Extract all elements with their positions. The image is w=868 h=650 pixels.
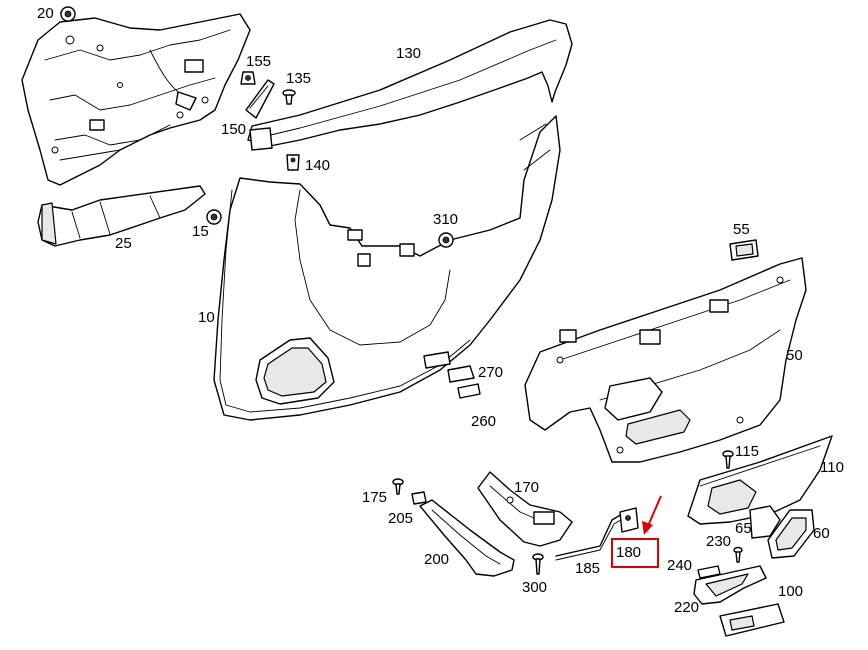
callout-15: 15 (192, 223, 209, 240)
part-220-handle[interactable] (693, 565, 767, 605)
callout-60: 60 (813, 525, 830, 542)
part-10-door-panel[interactable] (213, 115, 561, 421)
callout-115: 115 (735, 443, 759, 460)
part-65-clip[interactable] (749, 505, 781, 539)
callout-200: 200 (424, 551, 449, 568)
callout-205: 205 (388, 510, 413, 527)
part-110-armrest[interactable] (687, 435, 833, 525)
callout-260: 260 (471, 413, 496, 430)
callout-270: 270 (478, 364, 503, 381)
callout-175: 175 (362, 489, 387, 506)
highlight-arrow (642, 495, 662, 535)
part-20-bracket[interactable] (21, 13, 251, 186)
callout-20: 20 (37, 5, 54, 22)
callout-300: 300 (522, 579, 547, 596)
part-115-screw[interactable] (722, 450, 734, 469)
part-155-clip[interactable] (240, 71, 256, 85)
callout-310: 310 (433, 211, 458, 228)
part-50-carrier[interactable] (524, 257, 807, 463)
part-25-trim-strip[interactable] (37, 185, 206, 247)
part-300-screw[interactable] (532, 553, 544, 575)
part-130-top-trim[interactable] (247, 19, 573, 151)
callout-65: 65 (735, 520, 752, 537)
part-150-bracket[interactable] (245, 79, 275, 119)
part-180-clip[interactable] (619, 507, 639, 533)
callout-100: 100 (778, 583, 803, 600)
callout-25: 25 (115, 235, 132, 252)
callout-50: 50 (786, 347, 803, 364)
part-55-switch[interactable] (729, 239, 759, 261)
part-185-cable[interactable] (555, 513, 625, 561)
callout-130: 130 (396, 45, 421, 62)
callout-55: 55 (733, 221, 750, 238)
part-135-screw[interactable] (282, 89, 296, 105)
part-230-screw[interactable] (733, 546, 743, 563)
part-15-clip[interactable] (206, 209, 222, 225)
highlight-box-180 (611, 538, 659, 568)
callout-150: 150 (221, 121, 246, 138)
part-200-pull-trim[interactable] (419, 499, 515, 577)
part-260-cover[interactable] (457, 383, 481, 399)
callout-10: 10 (198, 309, 215, 326)
part-140-clip[interactable] (286, 154, 300, 171)
part-310-clip[interactable] (438, 232, 454, 248)
callout-240: 240 (667, 557, 692, 574)
part-170-handle-bracket[interactable] (477, 471, 573, 547)
callout-180: 180 (616, 544, 641, 561)
callout-170: 170 (514, 479, 539, 496)
callout-220: 220 (674, 599, 699, 616)
part-205-clip[interactable] (411, 491, 427, 505)
part-20-clip[interactable] (60, 6, 76, 22)
callout-135: 135 (286, 70, 311, 87)
part-240-spring[interactable] (697, 565, 721, 579)
part-270-cover[interactable] (447, 365, 475, 383)
callout-230: 230 (706, 533, 731, 550)
part-175-screw[interactable] (392, 478, 404, 495)
part-100-switch-panel[interactable] (719, 603, 785, 637)
callout-110: 110 (820, 459, 844, 476)
callout-185: 185 (575, 560, 600, 577)
callout-155: 155 (246, 53, 271, 70)
callout-140: 140 (305, 157, 330, 174)
part-60-bezel[interactable] (767, 509, 815, 559)
